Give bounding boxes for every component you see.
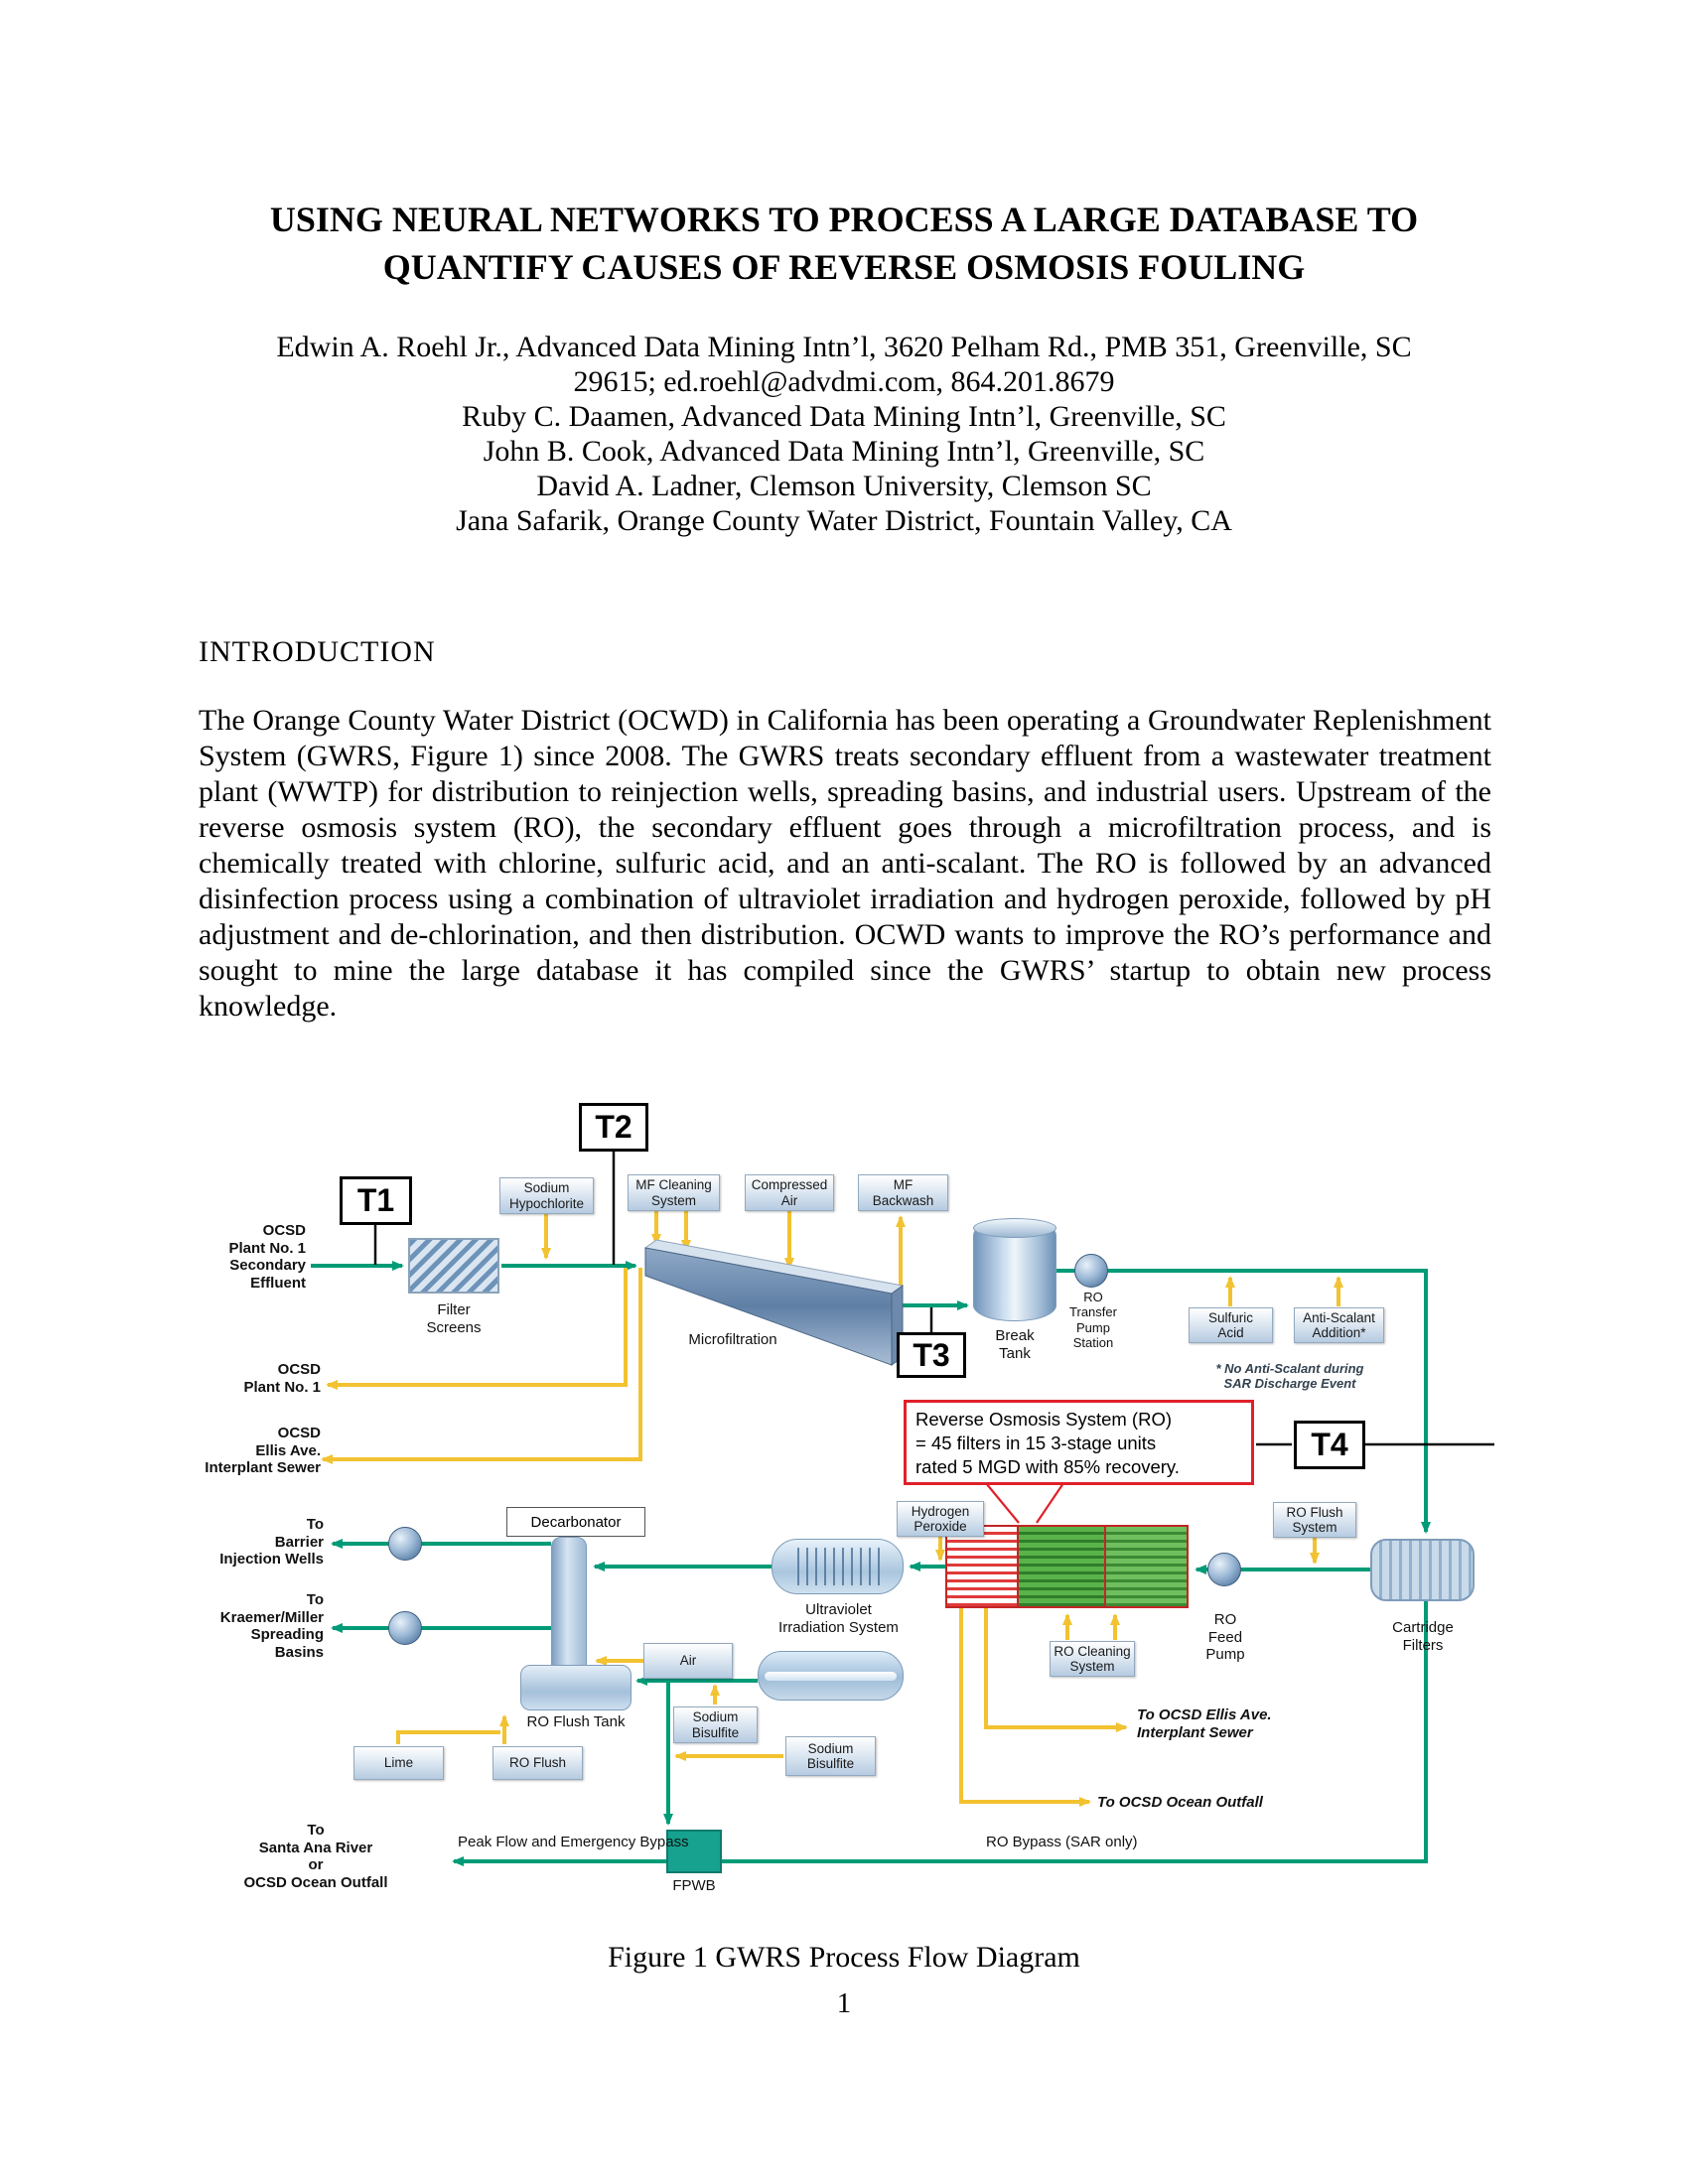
author-line: Ruby C. Daamen, Advanced Data Mining Int… xyxy=(462,400,1226,434)
stream-label-santa-ana: To Santa Ana River or OCSD Ocean Outfall xyxy=(243,1822,388,1892)
author-line: John B. Cook, Advanced Data Mining Intn’… xyxy=(483,435,1205,469)
label-microfiltration: Microfiltration xyxy=(688,1331,777,1348)
title-line-1: USING NEURAL NETWORKS TO PROCESS A LARGE… xyxy=(269,200,1419,239)
air-box: Air xyxy=(643,1643,733,1679)
mf-backwash-box: MF Backwash xyxy=(858,1174,948,1211)
reverse-osmosis-unit xyxy=(945,1525,1189,1608)
label-filter-screens: Filter Screens xyxy=(426,1301,482,1336)
mf-cleaning-system-box: MF Cleaning System xyxy=(628,1174,720,1211)
spreading-basins-pump xyxy=(388,1611,422,1645)
yellow-chemical-lines xyxy=(321,1210,1343,1807)
stream-label-ro-bypass: RO Bypass (SAR only) xyxy=(986,1834,1138,1850)
cartridge-filters-vessel xyxy=(1370,1539,1475,1601)
sulfuric-acid-box: Sulfuric Acid xyxy=(1189,1307,1273,1343)
ro-flush-system-box: RO Flush System xyxy=(1273,1502,1356,1538)
tag-t4: T4 xyxy=(1294,1421,1365,1469)
ro-stage-green-2 xyxy=(1106,1527,1187,1606)
uv-lamps xyxy=(790,1548,885,1585)
label-fpwb: FPWB xyxy=(672,1877,716,1894)
stream-label-to-ellis: To OCSD Ellis Ave. Interplant Sewer xyxy=(1137,1706,1272,1741)
stream-label-ocsd-plant1: OCSD Plant No. 1 xyxy=(243,1361,321,1396)
hydrogen-peroxide-box: Hydrogen Peroxide xyxy=(897,1501,984,1537)
sodium-bisulfite-box-2: Sodium Bisulfite xyxy=(785,1736,876,1776)
ro-transfer-pump xyxy=(1074,1254,1108,1288)
label-ultraviolet: Ultraviolet Irradiation System xyxy=(778,1601,899,1636)
title-line-2: QUANTIFY CAUSES OF REVERSE OSMOSIS FOULI… xyxy=(382,246,1306,287)
tank-cap xyxy=(973,1218,1056,1238)
ro-flush-tank-vessel xyxy=(520,1665,632,1710)
page-number: 1 xyxy=(836,1987,852,2019)
uv-irradiation-vessel xyxy=(772,1539,904,1594)
figure-caption: Figure 1 GWRS Process Flow Diagram xyxy=(608,1941,1080,1974)
sodium-hypochlorite-box: Sodium Hypochlorite xyxy=(499,1177,594,1214)
author-line: David A. Ladner, Clemson University, Cle… xyxy=(536,470,1152,503)
microfiltration-unit xyxy=(643,1239,905,1366)
ro-stage-membranes xyxy=(947,1527,1019,1606)
stream-label-secondary-effluent: OCSD Plant No. 1 Secondary Effluent xyxy=(228,1222,306,1293)
ro-annotation-lines xyxy=(985,1482,1064,1524)
tag-connector-lines xyxy=(373,1152,1494,1446)
barrier-wells-pump xyxy=(388,1527,422,1561)
stream-label-barrier-wells: To Barrier Injection Wells xyxy=(219,1516,324,1569)
author-line: Edwin A. Roehl Jr., Advanced Data Mining… xyxy=(276,331,1412,363)
anti-scalant-note: * No Anti-Scalant during SAR Discharge E… xyxy=(1215,1361,1364,1392)
label-ro-feed-pump: RO Feed Pump xyxy=(1205,1611,1245,1664)
decarbonator-column xyxy=(551,1537,587,1666)
label-ro-transfer-pump: RO Transfer Pump Station xyxy=(1069,1290,1117,1350)
ro-flush-box: RO Flush xyxy=(492,1746,583,1780)
stream-label-to-ocean-outfall: To OCSD Ocean Outfall xyxy=(1097,1794,1263,1811)
vessel-pipe xyxy=(765,1672,897,1681)
uv-product-vessel xyxy=(758,1651,904,1701)
introduction-paragraph: The Orange County Water District (OCWD) … xyxy=(199,704,1491,1023)
stream-label-kraemer-miller: To Kraemer/Miller Spreading Basins xyxy=(219,1591,324,1662)
stream-label-peak-flow-bypass: Peak Flow and Emergency Bypass xyxy=(458,1834,689,1850)
compressed-air-box: Compressed Air xyxy=(745,1174,834,1211)
break-tank-vessel xyxy=(973,1218,1056,1321)
process-flow-lines xyxy=(311,1152,1494,1866)
ro-description-box: Reverse Osmosis System (RO) = 45 filters… xyxy=(904,1400,1254,1485)
author-block: Edwin A. Roehl Jr., Advanced Data Mining… xyxy=(199,330,1489,539)
anti-scalant-addition-box: Anti-Scalant Addition* xyxy=(1294,1307,1384,1343)
tag-t2: T2 xyxy=(579,1103,648,1152)
section-heading-introduction: INTRODUCTION xyxy=(199,635,436,668)
lime-box: Lime xyxy=(353,1746,444,1780)
author-line: Jana Safarik, Orange County Water Distri… xyxy=(456,504,1232,538)
label-cartridge-filters: Cartridge Filters xyxy=(1392,1619,1454,1654)
label-decarbonator: Decarbonator xyxy=(506,1507,645,1537)
label-break-tank: Break Tank xyxy=(995,1327,1035,1362)
label-ro-flush-tank: RO Flush Tank xyxy=(526,1713,626,1730)
ro-stage-green-1 xyxy=(1019,1527,1106,1606)
tag-t1: T1 xyxy=(340,1176,412,1225)
ro-feed-pump-graphic xyxy=(1207,1553,1241,1586)
tag-t3: T3 xyxy=(897,1332,966,1378)
stream-label-ellis-sewer: OCSD Ellis Ave. Interplant Sewer xyxy=(205,1425,321,1477)
ro-cleaning-system-box: RO Cleaning System xyxy=(1050,1641,1135,1677)
figure-1-diagram: T1 T2 T3 T4 Sodium Hypochlorite MF Clean… xyxy=(192,1077,1497,1916)
fpwb-unit xyxy=(666,1830,722,1873)
paper-title: USING NEURAL NETWORKS TO PROCESS A LARGE… xyxy=(199,197,1489,291)
filter-screens-unit xyxy=(408,1238,499,1294)
sodium-bisulfite-box-1: Sodium Bisulfite xyxy=(673,1706,758,1743)
author-line: 29615; ed.roehl@advdmi.com, 864.201.8679 xyxy=(573,365,1115,399)
